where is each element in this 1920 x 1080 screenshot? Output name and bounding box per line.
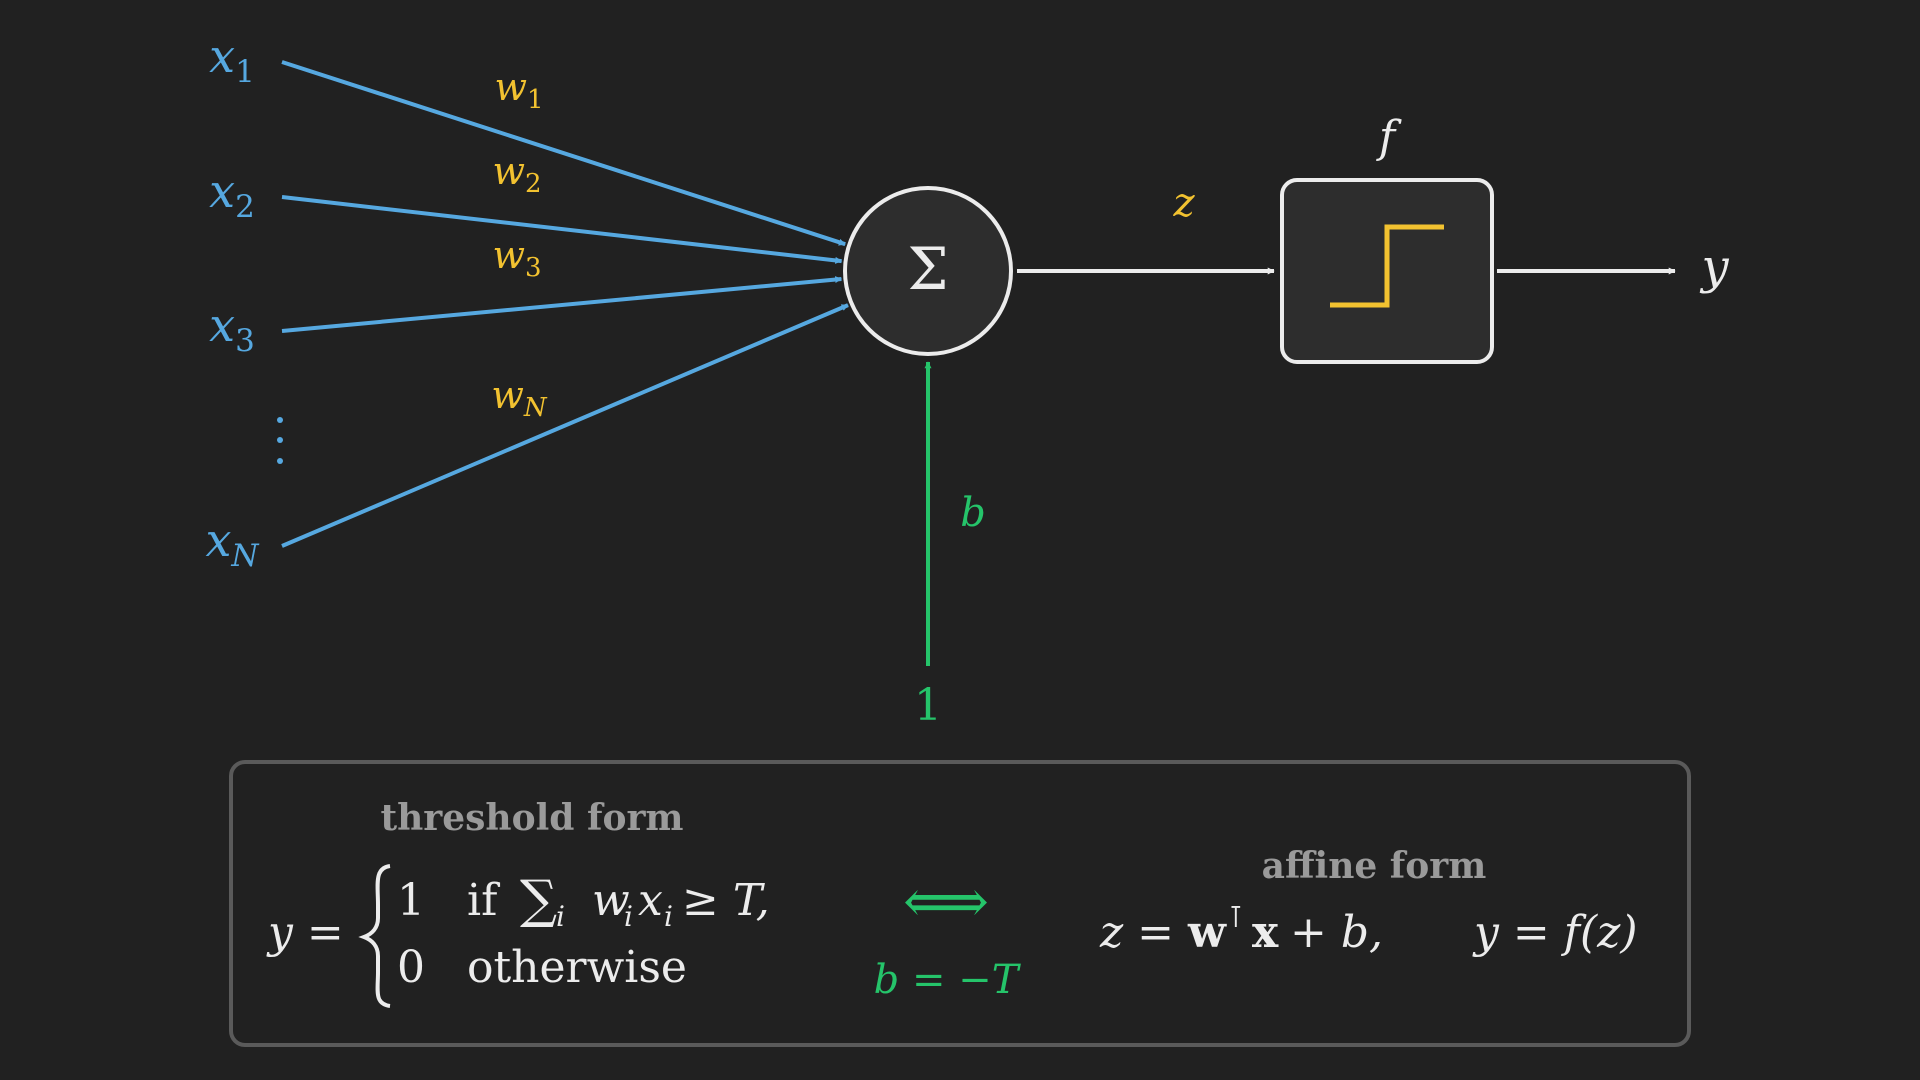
input-label-N: xN: [205, 513, 260, 574]
formula-panel: [229, 760, 1691, 1047]
summation-node: [843, 186, 1013, 356]
input-ellipsis: [277, 417, 283, 464]
input-label-1-subscript: 1: [235, 54, 255, 90]
case2-value: 0: [397, 942, 425, 993]
input-label-3-base: x: [209, 298, 235, 352]
case2-condition: otherwise: [467, 942, 687, 993]
case1-condition: if: [467, 875, 500, 926]
weight-label-1: w1: [494, 65, 543, 115]
step-function-icon: [1330, 224, 1444, 308]
weight-label-N-base: w: [491, 373, 524, 417]
case1-x-sub: i: [664, 900, 673, 933]
affine-rest: + b,: [1290, 907, 1383, 958]
bias-input-value: 1: [914, 680, 942, 731]
weight-label-2-subscript: 2: [525, 169, 542, 199]
case1-w-sub: i: [624, 900, 633, 933]
affine-w: w: [1187, 907, 1227, 958]
bias-threshold-relation: b = −T: [874, 957, 1022, 1003]
weight-label-N-subscript: N: [523, 393, 548, 423]
input-label-2-subscript: 2: [235, 189, 255, 225]
weight-label-1-base: w: [494, 65, 527, 109]
input-label-1: x1: [209, 29, 255, 90]
piecewise-brace: [358, 864, 391, 1008]
input-label-3-subscript: 3: [235, 323, 255, 359]
output-label: y: [1699, 239, 1729, 295]
summation-symbol: Σ: [907, 235, 948, 303]
input-label-3: x3: [209, 298, 255, 359]
threshold-lhs: y =: [266, 907, 344, 958]
input-edge-1: [281, 60, 846, 247]
affine-x: x: [1252, 907, 1279, 958]
input-label-2: x2: [209, 164, 255, 225]
input-edge-2: [281, 195, 843, 264]
input-label-1-base: x: [209, 29, 235, 83]
case1-value: 1: [397, 875, 425, 926]
input-edge-N: [281, 303, 849, 548]
case1-w: w: [592, 875, 630, 926]
affine-transpose: ⊺: [1228, 900, 1244, 935]
threshold-form-title: threshold form: [380, 797, 683, 839]
case1-sum: ∑: [520, 870, 557, 930]
weight-label-3-base: w: [492, 233, 525, 277]
case1-rest: ≥ T,: [682, 875, 770, 926]
input-edge-3: [281, 276, 843, 333]
input-label-N-base: x: [205, 513, 231, 567]
weight-label-2-base: w: [492, 149, 525, 193]
case1-sum-sub: i: [556, 900, 565, 933]
weight-label-N: wN: [491, 373, 548, 423]
weight-label-2: w2: [492, 149, 541, 199]
activation-label: f: [1376, 112, 1402, 163]
bias-label: b: [960, 490, 986, 536]
input-label-N-subscript: N: [230, 538, 260, 574]
equivalence-symbol: ⟺: [903, 867, 989, 937]
weight-label-3: w3: [492, 233, 541, 283]
case1-x: x: [638, 875, 663, 926]
z-label: z: [1172, 180, 1195, 226]
affine-form-title: affine form: [1262, 845, 1487, 887]
weight-label-1-subscript: 1: [527, 85, 544, 115]
input-edges: [281, 60, 849, 548]
affine-z: z =: [1099, 907, 1174, 958]
input-label-2-base: x: [209, 164, 235, 218]
weight-label-3-subscript: 3: [525, 253, 542, 283]
affine-output: y = f(z): [1472, 907, 1638, 958]
